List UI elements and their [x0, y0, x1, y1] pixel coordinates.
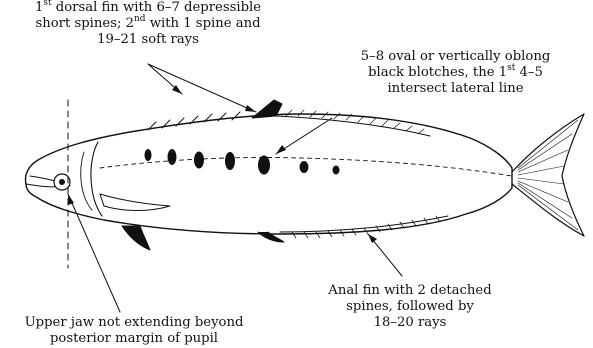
pupil — [59, 179, 65, 185]
blotch-6 — [300, 161, 309, 173]
blotch-7 — [333, 166, 340, 175]
blotch-1 — [145, 149, 152, 161]
blotch-2 — [168, 149, 177, 165]
arrowhead-anal — [368, 234, 377, 243]
pelvic-fin — [122, 226, 150, 250]
leader-dorsal-2 — [148, 64, 256, 112]
blotch-4 — [225, 152, 235, 170]
arrowhead-dorsal-2 — [245, 105, 256, 112]
blotch-3 — [194, 152, 204, 169]
caudal-fin — [512, 114, 584, 236]
fish-body — [26, 114, 513, 234]
blotch-5 — [258, 156, 270, 175]
